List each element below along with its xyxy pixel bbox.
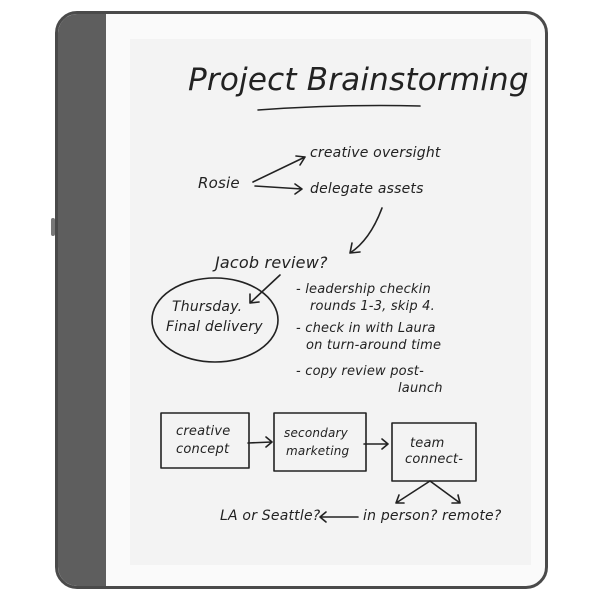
arrow-box2-box3 xyxy=(363,438,389,450)
in-person-text: in person? xyxy=(363,508,438,524)
note-screen xyxy=(130,39,531,565)
bullet-line: on turn-around time xyxy=(306,338,442,353)
arrow-to-jacob xyxy=(349,207,383,254)
rosie-label: Rosie xyxy=(198,174,240,192)
bullet-line: - leadership checkin xyxy=(296,282,431,297)
arrow-rosie-delegate xyxy=(254,183,303,195)
jacob-review: Jacob review? xyxy=(215,253,328,272)
circle-thursday xyxy=(151,277,279,363)
device-grip-bezel xyxy=(58,14,106,586)
circle-line: Final delivery xyxy=(166,319,263,335)
arrow-box1-box2 xyxy=(247,436,273,448)
remote-text: remote? xyxy=(442,508,502,524)
box-creative xyxy=(160,412,250,469)
box-team xyxy=(391,422,477,482)
box-text: creative xyxy=(176,424,231,439)
arrow-jacob-circle xyxy=(249,274,281,304)
box-text: secondary xyxy=(284,426,348,440)
box-text: team xyxy=(410,436,445,451)
bullet-line: rounds 1-3, skip 4. xyxy=(310,299,435,314)
circle-line: Thursday. xyxy=(172,299,243,315)
box-secondary xyxy=(273,412,367,472)
power-button xyxy=(51,218,55,236)
bullet-line: - copy review post- xyxy=(296,364,424,379)
location-text: LA or Seattle? xyxy=(220,508,321,524)
arrow-to-remote xyxy=(429,480,461,504)
bullet-line: launch xyxy=(398,381,443,396)
title-underline xyxy=(257,104,421,111)
note-title: Project Brainstorming xyxy=(188,62,529,98)
rosie-item: creative oversight xyxy=(310,145,441,161)
arrow-to-location xyxy=(319,511,359,523)
box-text: concept xyxy=(176,442,230,457)
arrow-to-inperson xyxy=(395,480,431,504)
rosie-item: delegate assets xyxy=(310,181,424,197)
arrow-rosie-oversight xyxy=(252,155,306,183)
box-text: connect- xyxy=(405,452,464,467)
bullet-line: - check in with Laura xyxy=(296,321,436,336)
box-text: marketing xyxy=(286,444,350,458)
